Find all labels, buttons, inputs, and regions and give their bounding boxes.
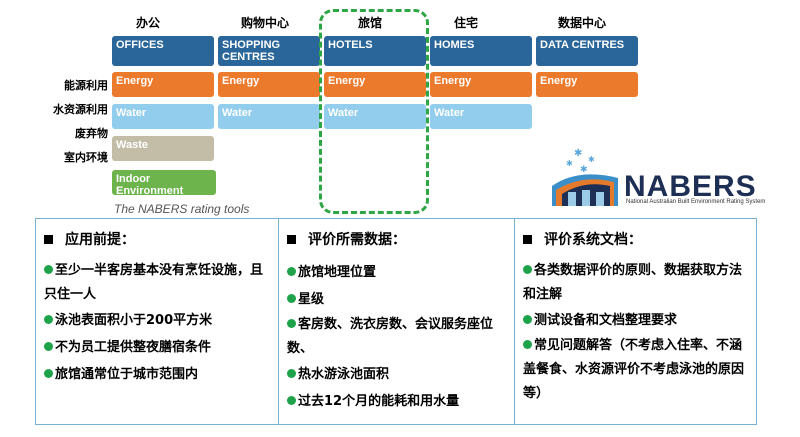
square-bullet-icon — [523, 234, 532, 244]
category-hotels: HOTELS — [324, 36, 426, 66]
green-bullet-icon — [44, 342, 53, 351]
green-bullet-icon — [287, 267, 296, 276]
green-bullet-icon — [44, 369, 53, 378]
list-item: 旅馆地理位置 — [287, 259, 508, 286]
rating-tools-caption: The NABERS rating tools — [114, 202, 250, 216]
column-heading-shopping: 购物中心 — [240, 16, 289, 30]
row-label-waste: 废弃物 — [75, 127, 108, 140]
water-tool-shopping: Water — [218, 104, 320, 129]
category-offices: OFFICES — [112, 36, 214, 66]
panel-title: 应用前提： — [65, 232, 135, 248]
panel-documentation: 评价系统文档： 各类数据评价的原则、数据获取方法和注解 测试设备和文档整理要求 … — [514, 219, 756, 424]
list-item: 泳池表面积小于200平方米 — [44, 307, 272, 334]
green-bullet-icon — [287, 396, 296, 405]
nabers-logo-graphic: ✱ ✱ ✱ ✱ — [552, 148, 618, 206]
list-item: 常见问题解答（不考虑入住率、不涵盖餐食、水资源评价不考虑泳池的原因等） — [523, 338, 745, 401]
svg-text:✱: ✱ — [588, 155, 595, 164]
list-item: 各类数据评价的原则、数据获取方法和注解 — [523, 263, 743, 302]
list-item: 客房数、洗衣房数、会议服务座位数、 — [287, 317, 494, 356]
column-heading-homes: 住宅 — [453, 16, 478, 30]
category-shopping: SHOPPING CENTRES — [218, 36, 320, 66]
svg-text:✱: ✱ — [574, 148, 582, 159]
hotels-highlight-box — [319, 9, 429, 214]
square-bullet-icon — [287, 234, 296, 244]
column-heading-hotels: 旅馆 — [357, 16, 382, 30]
list-item: 热水游泳池面积 — [287, 361, 508, 388]
svg-text:✱: ✱ — [580, 165, 588, 175]
green-bullet-icon — [287, 294, 296, 303]
water-tool-homes: Water — [430, 104, 532, 129]
green-bullet-icon — [287, 369, 296, 378]
energy-tool-hotels: Energy — [324, 72, 426, 97]
green-bullet-icon — [523, 340, 532, 349]
column-heading-data: 数据中心 — [557, 16, 606, 30]
green-bullet-icon — [44, 315, 53, 324]
energy-tool-homes: Energy — [430, 72, 532, 97]
panel-title: 评价所需数据： — [308, 232, 406, 248]
water-tool-offices: Water — [112, 104, 214, 129]
list-item: 不为员工提供整夜膳宿条件 — [44, 334, 272, 361]
energy-tool-shopping: Energy — [218, 72, 320, 97]
column-heading-offices: 办公 — [135, 16, 160, 30]
green-bullet-icon — [287, 319, 296, 328]
list-item: 星级 — [287, 286, 508, 313]
category-data: DATA CENTRES — [536, 36, 638, 66]
nabers-logo-subtitle: National Australian Built Environment Ra… — [626, 199, 766, 205]
row-label-energy: 能源利用 — [64, 79, 108, 92]
energy-tool-data: Energy — [536, 72, 638, 97]
water-tool-hotels: Water — [324, 104, 426, 129]
list-item: 至少一半客房基本没有烹饪设施，且只住一人 — [44, 263, 264, 302]
energy-tool-offices: Energy — [112, 72, 214, 97]
nabers-logo-wordmark: NABERS — [624, 170, 757, 203]
row-label-water: 水资源利用 — [53, 103, 108, 116]
list-item: 测试设备和文档整理要求 — [523, 307, 750, 334]
green-bullet-icon — [523, 315, 532, 324]
svg-text:✱: ✱ — [566, 159, 573, 168]
row-label-indoor: 室内环境 — [64, 151, 108, 164]
panel-title: 评价系统文档： — [544, 232, 642, 248]
green-bullet-icon — [523, 265, 532, 274]
info-panels: 应用前提： 至少一半客房基本没有烹饪设施，且只住一人 泳池表面积小于200平方米… — [35, 218, 757, 425]
panel-prerequisites: 应用前提： 至少一半客房基本没有烹饪设施，且只住一人 泳池表面积小于200平方米… — [36, 219, 278, 424]
waste-tool-offices: Waste — [112, 136, 214, 161]
green-bullet-icon — [44, 265, 53, 274]
list-item: 过去12个月的能耗和用水量 — [287, 388, 508, 415]
square-bullet-icon — [44, 234, 53, 244]
indoor-tool-offices: Indoor Environment — [112, 170, 216, 195]
list-item: 旅馆通常位于城市范围内 — [44, 361, 272, 388]
panel-required-data: 评价所需数据： 旅馆地理位置 星级 客房数、洗衣房数、会议服务座位数、 热水游泳… — [278, 219, 514, 424]
category-homes: HOMES — [430, 36, 532, 66]
